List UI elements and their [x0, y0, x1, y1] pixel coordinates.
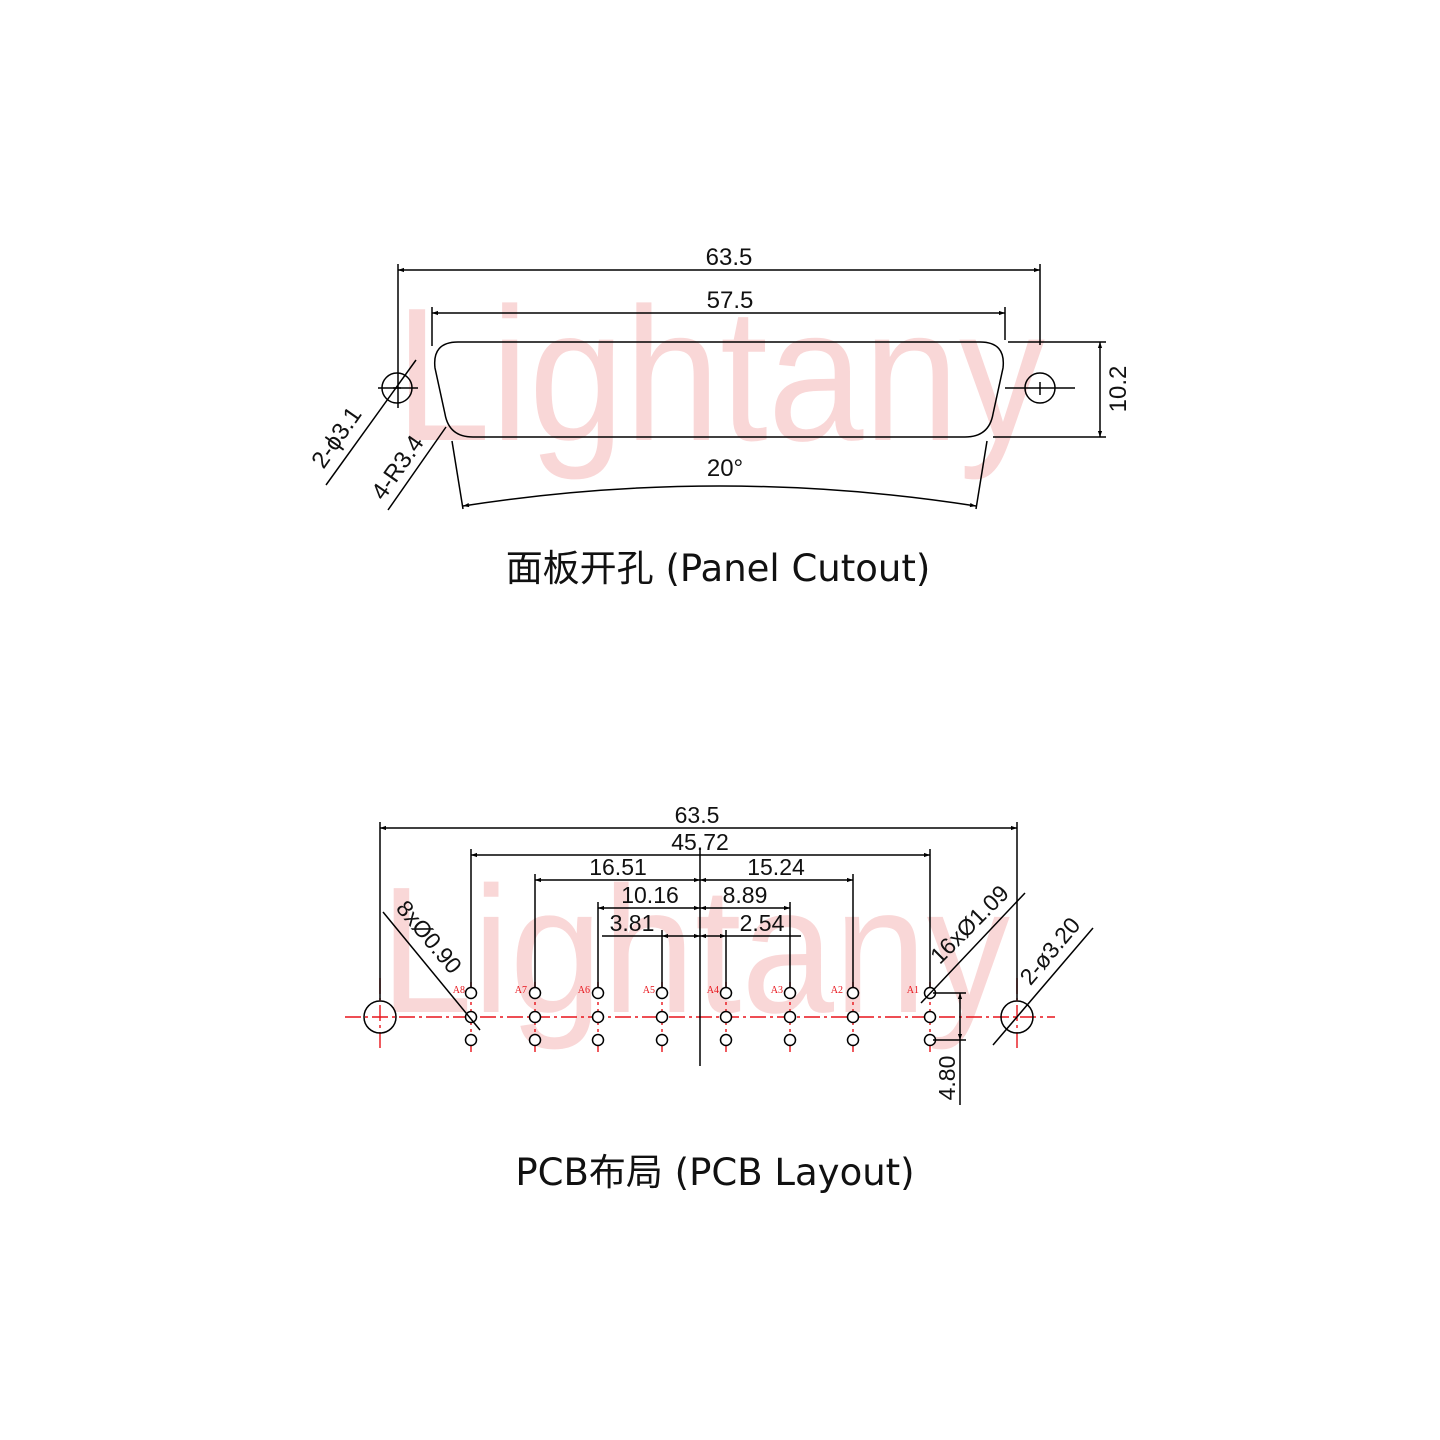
pin-label-a1: A1 [907, 985, 919, 996]
leader-holes [325, 359, 417, 486]
panel-cutout-view: 63.5 57.5 10.2 2-ϕ3.1 4-R3.4 20° 面板开孔 (P… [306, 244, 1132, 590]
pin-hole-grid [464, 986, 937, 1047]
pin-hole [846, 1010, 860, 1024]
pin-hole [591, 1033, 605, 1047]
pcb-mount-hole-left [363, 1000, 397, 1034]
leader-radius [387, 426, 447, 511]
pin-label-a3: A3 [771, 985, 783, 996]
dim-overall-label: 63.5 [706, 244, 753, 271]
leader-mount-holes [992, 927, 1094, 1046]
note-holes-label: 2-ϕ3.1 [306, 402, 367, 473]
pin-hole [464, 986, 478, 1000]
dim-angle-label: 20° [707, 455, 743, 482]
dim-left-inner-label: 3.81 [610, 910, 655, 936]
pin-hole [783, 986, 797, 1000]
pin-hole [655, 986, 669, 1000]
pin-hole [719, 1010, 733, 1024]
pin-hole [719, 986, 733, 1000]
pin-hole [783, 1010, 797, 1024]
pin-hole [591, 986, 605, 1000]
ext-line-angle-left [451, 440, 464, 510]
pcb-mount-hole-right [1000, 1000, 1034, 1034]
dim-cutout-label: 57.5 [707, 287, 754, 314]
ext-line-angle-right [975, 440, 988, 510]
pin-hole [528, 1010, 542, 1024]
dim-left-outer-label: 16.51 [589, 854, 647, 880]
pin-label-a6: A6 [578, 985, 590, 996]
dim-right-outer-label: 15.24 [747, 854, 805, 880]
pcb-layout-title: PCB布局 (PCB Layout) [515, 1151, 914, 1194]
dim-overall-label: 63.5 [675, 802, 720, 828]
pin-label-a5: A5 [643, 985, 655, 996]
pin-label-a7: A7 [515, 985, 527, 996]
pcb-layout-view: 63.5 45.72 16.51 15.24 10.16 8.89 3.81 2… [345, 802, 1094, 1194]
dim-right-inner-label: 2.54 [740, 910, 785, 936]
pin-hole [655, 1033, 669, 1047]
panel-cutout-title: 面板开孔 (Panel Cutout) [506, 547, 931, 590]
dim-arc-angle [462, 485, 977, 508]
pin-label-a4: A4 [707, 985, 719, 996]
pin-hole [464, 1010, 478, 1024]
watermark-top: Lightany [395, 269, 1045, 481]
d-sub-cutout-outline [433, 341, 1005, 438]
leader-small-holes [382, 911, 481, 1031]
pin-hole [846, 1033, 860, 1047]
pin-hole [528, 1033, 542, 1047]
pin-hole [591, 1010, 605, 1024]
pin-hole [528, 986, 542, 1000]
dim-right-mid-label: 8.89 [723, 882, 768, 908]
pin-hole [783, 1033, 797, 1047]
dim-height-label: 10.2 [1105, 366, 1132, 413]
pin-label-a2: A2 [831, 985, 843, 996]
pin-hole [923, 1010, 937, 1024]
leader-pin-holes [920, 892, 1026, 1004]
dim-row-pitch-label: 4.80 [934, 1056, 960, 1101]
pin-hole [846, 986, 860, 1000]
pin-hole [655, 1010, 669, 1024]
pin-hole [719, 1033, 733, 1047]
dim-span-label: 45.72 [671, 829, 729, 855]
pin-label-a8: A8 [453, 985, 465, 996]
dim-left-mid-label: 10.16 [621, 882, 679, 908]
pin-hole [464, 1033, 478, 1047]
